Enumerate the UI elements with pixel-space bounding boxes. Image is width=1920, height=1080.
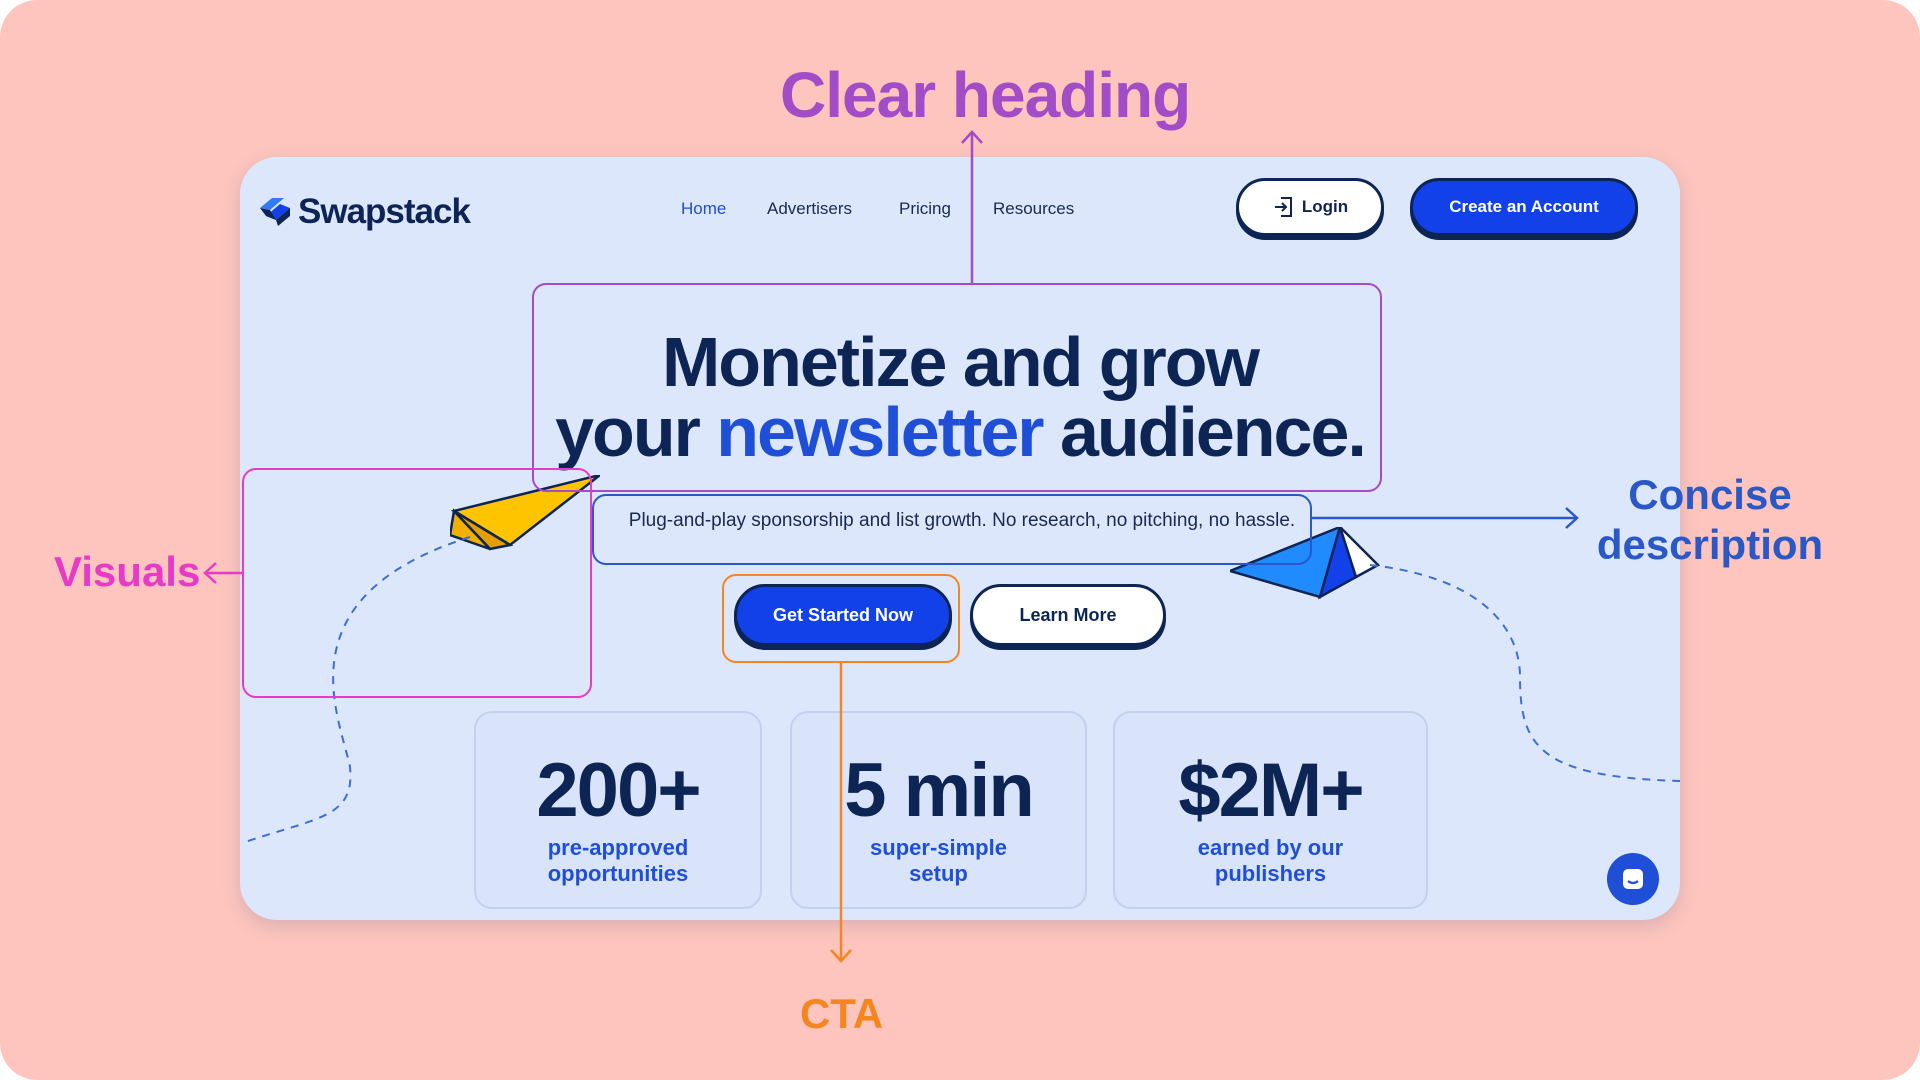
cta-annotation-label: CTA bbox=[800, 990, 884, 1037]
hero-title-highlight: newsletter bbox=[716, 393, 1044, 471]
create-account-button[interactable]: Create an Account bbox=[1410, 178, 1638, 236]
logo-text: Swapstack bbox=[298, 192, 471, 231]
nav-pricing[interactable]: Pricing bbox=[899, 199, 951, 218]
heading-annotation-label: Clear heading bbox=[780, 59, 1191, 131]
stat-value: 200+ bbox=[536, 748, 701, 833]
nav-resources[interactable]: Resources bbox=[993, 199, 1075, 218]
stat-value: 5 min bbox=[844, 748, 1035, 833]
login-button[interactable]: Login bbox=[1236, 178, 1384, 236]
nav-home[interactable]: Home bbox=[681, 199, 727, 218]
hero-title: Monetize and grow your newsletter audien… bbox=[470, 327, 1450, 467]
visuals-annotation-box bbox=[242, 468, 592, 698]
stat-value: $2M+ bbox=[1178, 748, 1364, 833]
learn-more-button[interactable]: Learn More bbox=[970, 584, 1166, 646]
get-started-button[interactable]: Get Started Now bbox=[734, 584, 952, 646]
dashed-flight-paths bbox=[244, 536, 1680, 843]
paper-plane-icon bbox=[1230, 527, 1380, 600]
hero-description: Plug-and-play sponsorship and list growt… bbox=[628, 510, 1296, 531]
chat-button[interactable] bbox=[1607, 853, 1659, 905]
login-icon bbox=[1274, 197, 1292, 217]
cta-annotation-box bbox=[722, 574, 960, 663]
login-label: Login bbox=[1301, 197, 1349, 216]
description-annotation-box bbox=[592, 494, 1312, 565]
hero-title-line2: your newsletter audience. bbox=[555, 393, 1367, 471]
hero-title-line1: Monetize and grow bbox=[662, 323, 1260, 401]
nav-advertisers[interactable]: Advertisers bbox=[767, 199, 853, 218]
chat-icon bbox=[1623, 869, 1643, 889]
description-annotation-label: Concise description bbox=[1596, 471, 1824, 568]
swapstack-logo-icon bbox=[260, 198, 290, 226]
paper-plane-icon bbox=[450, 475, 600, 551]
heading-annotation-box bbox=[532, 283, 1382, 492]
visuals-annotation-label: Visuals bbox=[54, 548, 201, 595]
logo[interactable]: Swapstack bbox=[256, 192, 471, 232]
